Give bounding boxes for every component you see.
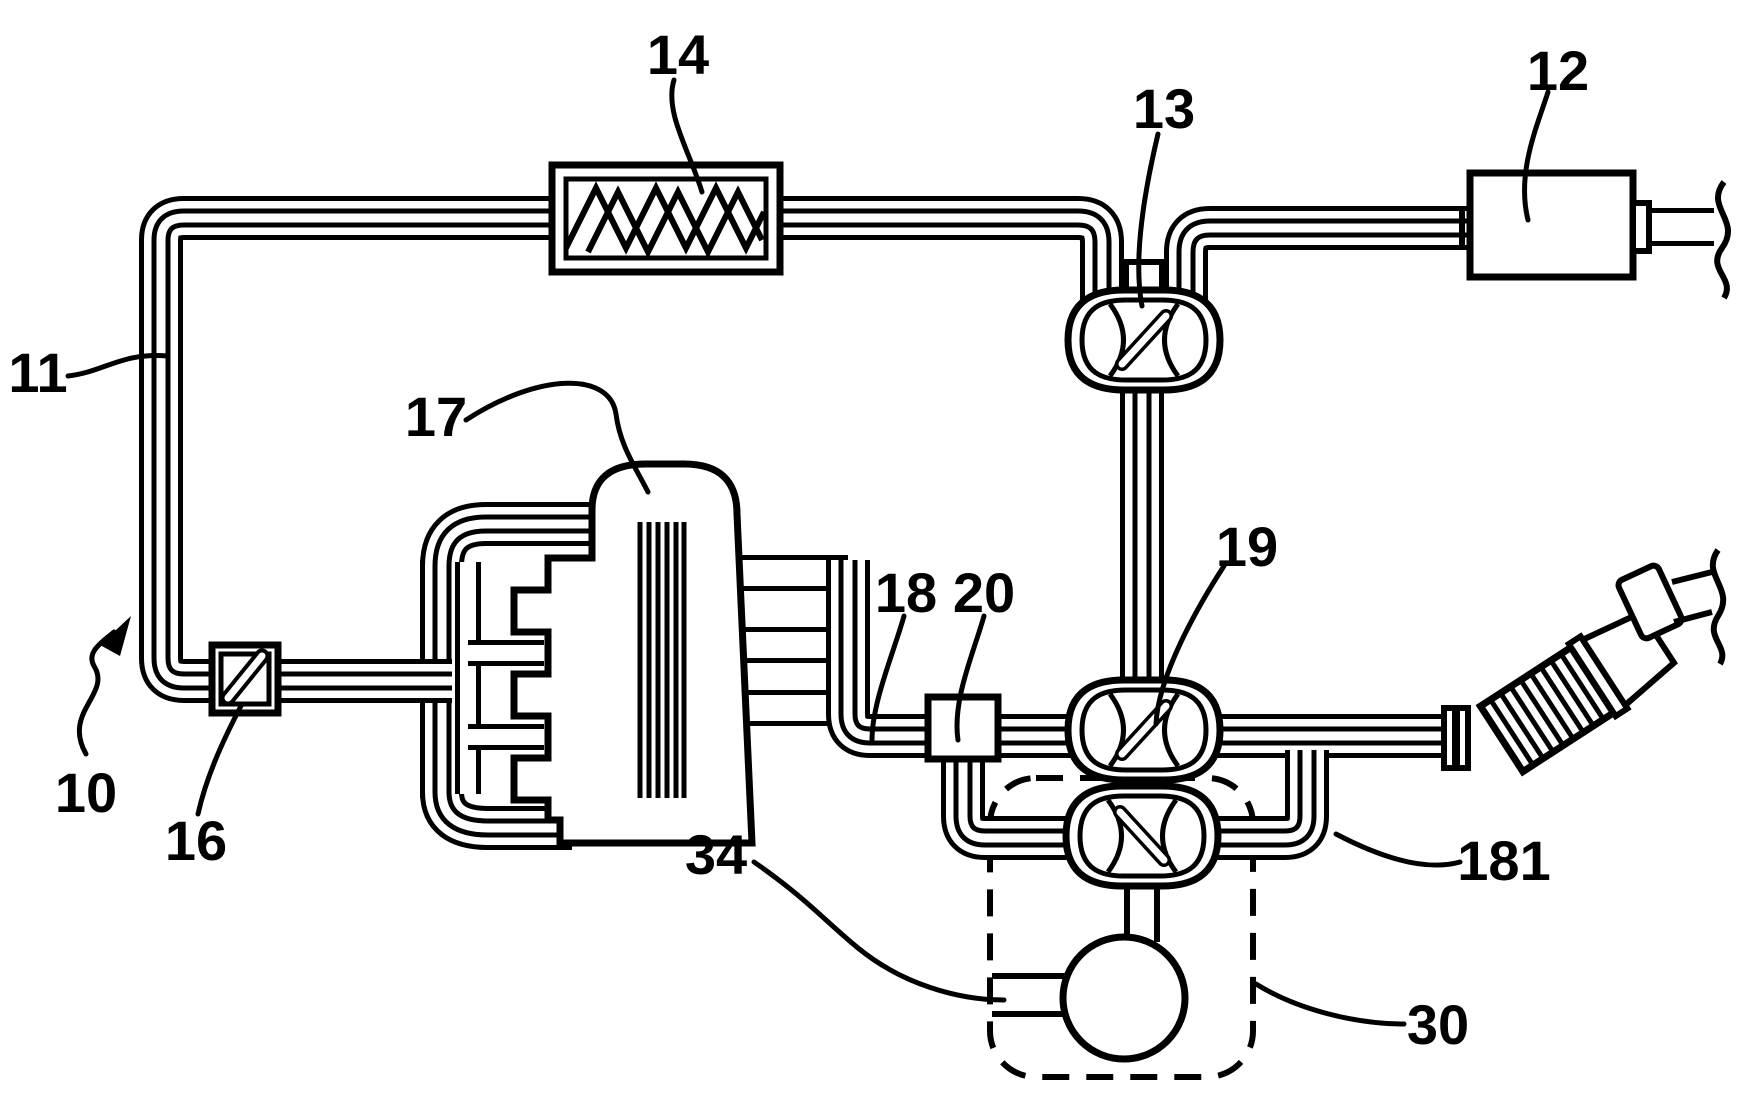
air-pump-34 — [992, 933, 1189, 1063]
pipe-flange — [1441, 705, 1471, 771]
pipe-break-mark — [1714, 180, 1731, 300]
valve-13 — [1068, 259, 1220, 390]
label-34: 34 — [685, 823, 747, 886]
leader-lines — [65, 77, 1551, 1027]
engine-17 — [510, 460, 756, 847]
valve-19 — [1068, 680, 1220, 780]
box-20 — [924, 693, 1002, 763]
engine-stripes — [637, 522, 687, 798]
label-19: 19 — [1216, 515, 1278, 578]
muffler-12 — [1459, 169, 1731, 300]
label-17: 17 — [405, 385, 467, 448]
pipe-break-mark — [1709, 548, 1727, 666]
heat-exchanger-14 — [548, 161, 784, 276]
valve-16 — [208, 641, 282, 717]
arrow-10-shaft — [77, 629, 117, 757]
label-11: 11 — [8, 341, 67, 404]
label-20: 20 — [953, 561, 1015, 624]
check-valve — [1066, 786, 1218, 886]
heat-exchanger-coil — [563, 181, 767, 255]
label-18: 18 — [875, 561, 937, 624]
air-cleaner-stripes — [1488, 652, 1606, 767]
engine-outline — [510, 460, 756, 847]
label-12: 12 — [1527, 39, 1589, 102]
label-181: 181 — [1457, 829, 1550, 892]
arrow-10-head — [100, 616, 131, 656]
air-cleaner — [1475, 548, 1727, 777]
label-16: 16 — [165, 809, 227, 872]
label-30: 30 — [1407, 993, 1469, 1056]
label-13: 13 — [1133, 77, 1195, 140]
reference-labels: 10 11 12 13 14 16 17 18 19 20 30 34 181 — [8, 23, 1589, 1056]
label-14: 14 — [647, 23, 709, 86]
label-10: 10 — [55, 761, 117, 824]
